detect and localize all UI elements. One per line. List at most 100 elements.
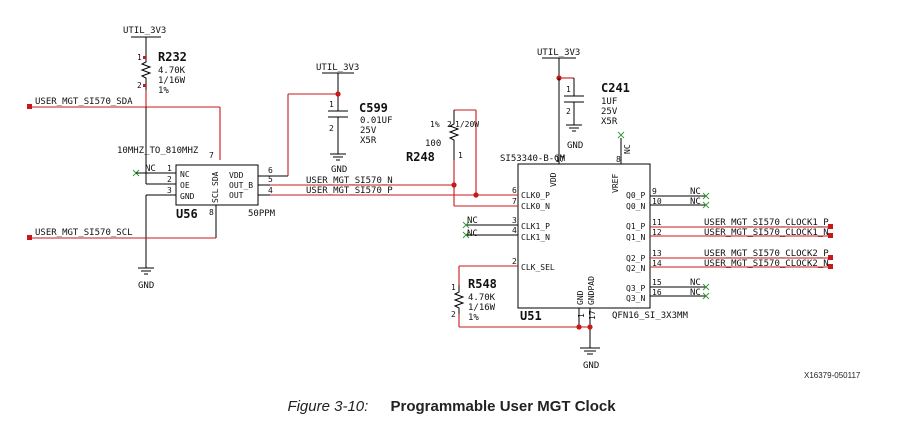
u51-pin13: 13 [652,249,662,258]
u56-pin-vdd: VDD [229,171,244,180]
u51-pin1: 1 [577,313,586,318]
u56-pin-scl: SCL [211,188,220,203]
u51-gnd-label: GND [583,361,599,371]
u56-vdd-net: 6 [258,93,338,177]
u56-gnd-label: GND [138,281,154,291]
power-label: UTIL_3V3 [123,26,166,36]
resistor-r248: 1% 2 1/20W 100 1 R248 [406,109,479,206]
u51-power-label: UTIL_3V3 [537,48,580,58]
u51-pin16: 16 [652,288,662,297]
u51-part-number: SI53340-B-GM [500,154,566,164]
r232-tolerance: 1% [158,86,169,96]
u51-pin-gndpad: GNDPAD [587,276,596,305]
u51-pin9: 9 [652,187,657,196]
u56-frequency: 10MHZ_TO_810MHZ [117,146,199,156]
u51-pin-q2p: Q2_P [626,254,645,263]
clk2n-net-label: USER_MGT_SI570_CLOCK2_N [704,259,829,269]
u51-q0-outputs: Q0_P Q0_N 9 10 NC NC [626,187,710,211]
c241-gnd-label: GND [567,141,583,151]
r248-value: 100 [425,139,441,149]
u51-pin10: 10 [652,197,662,206]
q0n-nc-label: NC [690,197,701,207]
u51-pin-clk0n: CLK0_N [521,202,550,211]
u51-pin-clksel: CLK_SEL [521,263,555,272]
u51-pin-vdd: VDD [549,172,558,187]
r548-ref: R548 [468,277,497,291]
u51-package: QFN16_SI_3X3MM [612,311,688,321]
u56-pin5: 5 [268,175,273,184]
u51-pin4: 4 [512,226,517,235]
oscillator-u56: NC OE GND VDD OUT_B OUT SCL SDA U56 50PP… [175,164,276,221]
u51-pin7: 7 [512,197,517,206]
outp-net-label: USER_MGT_SI570_P [306,186,393,196]
r548-tolerance: 1% [468,313,479,323]
c599-power-label: UTIL_3V3 [316,63,359,73]
sda-net-label: USER_MGT_SI570_SDA [35,97,133,107]
resistor-r232: 1 2 R232 4.70K 1/16W 1% [137,50,187,96]
u56-pin6: 6 [268,166,273,175]
figure-caption: Figure 3-10: Programmable User MGT Clock [0,398,903,415]
r248-pin1: 1 [458,151,463,160]
c241-value: 1UF [601,97,617,107]
r548-pin2: 2 [451,310,456,319]
scl-net-label: USER_MGT_SI570_SCL [35,228,133,238]
u56-pin-gnd: GND [180,192,195,201]
u51-ground: GND GNDPAD 1 17 GND [576,276,600,371]
net-si570-outputs: 5 4 USER_MGT_SI570_N USER_MGT_SI570_P [258,175,476,196]
clk1n-nc-label: NC [467,229,478,239]
u56-pin-nc: NC [180,170,190,179]
u51-pin-q1p: Q1_P [626,222,645,231]
c241-pin1: 1 [566,85,571,94]
u56-pin-oe: OE [180,181,190,190]
u51-pin2: 2 [512,257,517,266]
r232-pin2: 2 [137,81,142,90]
u51-pin17-bottom: 17 [588,310,597,320]
u56-pin-out: OUT [229,191,244,200]
u51-pin17: 17 [555,155,565,164]
u51-pin-q3p: Q3_P [626,284,645,293]
c599-dielectric: X5R [360,136,377,146]
clk1p-nc-label: NC [467,216,478,226]
u51-pin-q0n: Q0_N [626,202,645,211]
clock-buffer-u51: SI53340-B-GM VDD 17 VREF 8 NC U51 QFN16_… [500,131,688,323]
net-scl: USER_MGT_SI570_SCL 8 [27,205,217,240]
q3n-nc-label: NC [690,288,701,298]
u56-pin3: 3 [167,186,172,195]
u51-pin-q2n: Q2_N [626,264,645,273]
u51-clk0-inputs: 6 7 CLK0_P CLK0_N [454,186,550,211]
r232-pin1: 1 [137,53,142,62]
u51-pin-q0p: Q0_P [626,191,645,200]
u56-pin7: 7 [209,151,214,160]
u56-pin2: 2 [167,175,172,184]
r248-tolerance: 1% [430,120,440,129]
u51-pin12: 12 [652,228,662,237]
util-3v3-power-c599: UTIL_3V3 [316,63,359,111]
net-sda: USER_MGT_SI570_SDA 7 [27,90,221,160]
capacitor-c599: 1 2 C599 0.01UF 25V X5R GND [328,100,393,175]
u51-pin-q3n: Q3_N [626,294,645,303]
c241-pin2: 2 [566,107,571,116]
c599-pin2: 2 [329,124,334,133]
r232-value: 4.70K [158,66,186,76]
u51-ref: U51 [520,309,542,323]
u56-pin8: 8 [209,208,214,217]
c599-gnd-label: GND [331,165,347,175]
u56-pin-outb: OUT_B [229,181,253,190]
schematic-diagram: UTIL_3V3 1 2 R232 4.70K 1/16W 1% USER_MG… [27,26,833,371]
c241-ref: C241 [601,81,630,95]
u56-pin-sda: SDA [211,171,220,186]
c241-dielectric: X5R [601,117,618,127]
u51-q1-outputs: Q1_P Q1_N 11 12 USER_MGT_SI570_CLOCK1_P … [626,218,833,242]
r248-power: 1/20W [455,120,479,129]
r232-power: 1/16W [158,76,186,86]
u51-clk1-inputs: NC NC 3 4 CLK1_P CLK1_N [462,216,550,242]
r548-pin1: 1 [451,283,456,292]
clk1p-net-label: USER_MGT_SI570_CLOCK1_P [704,218,829,228]
u51-pin-vref: VREF [611,174,620,193]
clk1n-net-label: USER_MGT_SI570_CLOCK1_N [704,228,829,238]
outn-net-label: USER_MGT_SI570_N [306,176,393,186]
u51-pin8: 8 [616,155,621,164]
u51-pin11: 11 [652,218,662,227]
util-3v3-power-u51: UTIL_3V3 [537,48,580,164]
c599-pin1: 1 [329,100,334,109]
